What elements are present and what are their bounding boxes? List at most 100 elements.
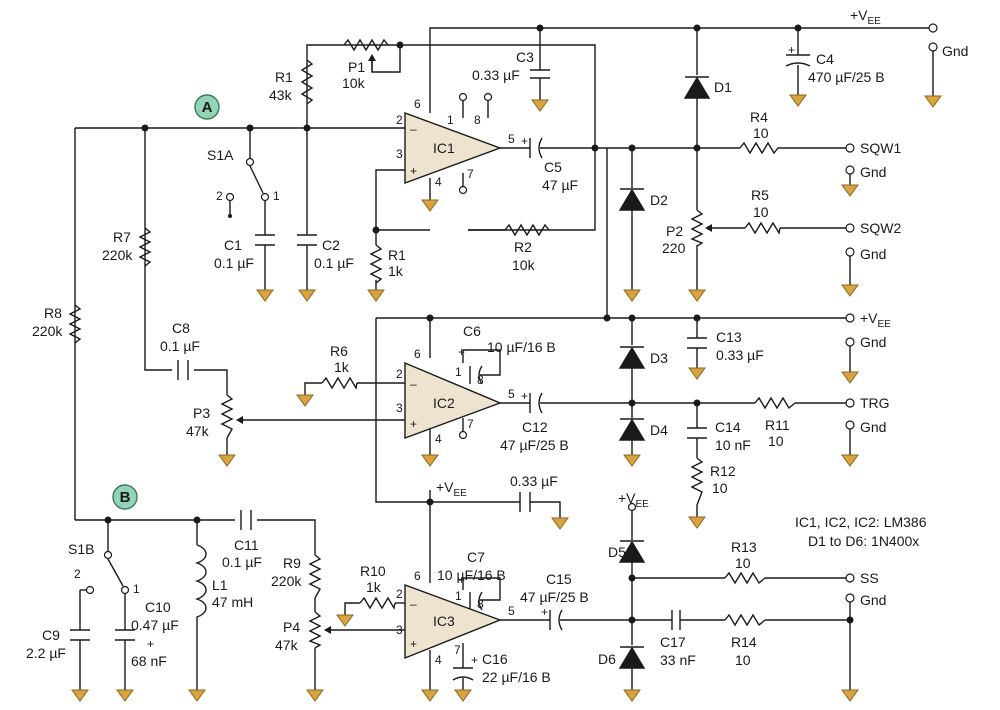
- svg-text:–: –: [410, 122, 417, 136]
- svg-text:R14: R14: [731, 634, 757, 650]
- r10-resistor: [359, 596, 396, 610]
- svg-text:2: 2: [396, 113, 403, 127]
- node-b-label: B: [120, 489, 131, 506]
- terminals: [458, 23, 938, 603]
- svg-text:47 µF/25 B: 47 µF/25 B: [520, 589, 589, 605]
- wires: [74, 27, 934, 690]
- svg-text:10 µF/16 B: 10 µF/16 B: [437, 567, 506, 583]
- vee-ic3-label: +VEE: [436, 479, 467, 499]
- svg-text:6: 6: [414, 97, 421, 111]
- svg-text:4: 4: [435, 653, 442, 667]
- svg-text:10 µF/16 B: 10 µF/16 B: [487, 339, 556, 355]
- gnd5-label: Gnd: [860, 592, 886, 608]
- ic2-label: IC2: [433, 395, 455, 411]
- svg-text:R2: R2: [514, 239, 532, 255]
- svg-text:S1B: S1B: [68, 541, 94, 557]
- svg-text:220k: 220k: [271, 573, 302, 589]
- svg-text:47 µF/25 B: 47 µF/25 B: [500, 437, 569, 453]
- svg-text:D4: D4: [650, 422, 668, 438]
- svg-text:D5: D5: [608, 544, 626, 560]
- svg-text:47k: 47k: [275, 637, 299, 653]
- svg-text:R5: R5: [751, 187, 769, 203]
- svg-text:10 nF: 10 nF: [715, 437, 751, 453]
- svg-text:C13: C13: [716, 329, 742, 345]
- svg-text:43k: 43k: [269, 87, 293, 103]
- svg-text:220: 220: [662, 240, 686, 256]
- r7-resistor: [138, 227, 152, 267]
- svg-text:R11: R11: [765, 417, 790, 433]
- svg-text:R9: R9: [283, 555, 301, 571]
- node-markers: A B: [112, 94, 220, 510]
- svg-text:8: 8: [474, 113, 481, 127]
- svg-text:+: +: [147, 637, 154, 651]
- svg-text:R1: R1: [388, 247, 406, 263]
- svg-text:C5: C5: [544, 159, 562, 175]
- sqw1-label: SQW1: [860, 140, 901, 156]
- svg-text:2: 2: [216, 189, 223, 203]
- svg-text:47 µF: 47 µF: [542, 177, 578, 193]
- sqw2-label: SQW2: [860, 220, 901, 236]
- svg-text:C7: C7: [467, 549, 485, 565]
- svg-text:3: 3: [396, 623, 403, 637]
- svg-text:0.33 µF: 0.33 µF: [510, 473, 558, 489]
- svg-text:0.1 µF: 0.1 µF: [314, 255, 354, 271]
- svg-text:220k: 220k: [32, 323, 63, 339]
- svg-text:6: 6: [414, 347, 421, 361]
- r14-resistor: [724, 613, 766, 627]
- switches: [80, 157, 270, 595]
- svg-text:S1A: S1A: [207, 147, 234, 163]
- p1-pot: [343, 38, 389, 52]
- svg-text:+: +: [458, 573, 465, 587]
- r5-resistor: [744, 221, 781, 235]
- svg-text:0.1 µF: 0.1 µF: [214, 255, 254, 271]
- svg-text:0.33 µF: 0.33 µF: [472, 67, 520, 83]
- svg-text:68 nF: 68 nF: [131, 653, 167, 669]
- ss-label: SS: [860, 570, 879, 586]
- ic2-amplifier: [404, 361, 502, 440]
- svg-text:P3: P3: [193, 405, 210, 421]
- svg-text:1k: 1k: [334, 359, 350, 375]
- svg-text:1: 1: [455, 589, 462, 603]
- trg-label: TRG: [860, 395, 890, 411]
- svg-text:+: +: [521, 389, 528, 403]
- svg-text:R8: R8: [44, 305, 62, 321]
- svg-text:P4: P4: [283, 619, 300, 635]
- svg-text:47 mH: 47 mH: [212, 594, 253, 610]
- labels: +VEE Gnd +VEE +VEE +VEE SQW1 Gnd SQW2 Gn…: [26, 7, 968, 685]
- svg-text:10: 10: [735, 652, 751, 668]
- svg-text:L1: L1: [212, 577, 228, 593]
- svg-text:7: 7: [467, 167, 474, 181]
- svg-text:1: 1: [447, 113, 454, 127]
- svg-text:220k: 220k: [102, 247, 133, 263]
- r6-resistor: [321, 376, 358, 390]
- node-a-marker: [194, 94, 220, 120]
- svg-text:3: 3: [396, 401, 403, 415]
- note-line-2: D1 to D6: 1N400x: [808, 533, 919, 549]
- r11-resistor: [754, 396, 796, 410]
- svg-text:C8: C8: [172, 320, 190, 336]
- svg-text:5: 5: [508, 387, 515, 401]
- resistors: [68, 38, 796, 649]
- svg-text:470 µF/25 B: 470 µF/25 B: [808, 69, 885, 85]
- svg-text:6: 6: [414, 569, 421, 583]
- svg-text:33 nF: 33 nF: [660, 652, 696, 668]
- svg-text:10k: 10k: [512, 257, 536, 273]
- svg-text:5: 5: [508, 604, 515, 618]
- svg-text:D6: D6: [598, 651, 616, 667]
- svg-text:D2: D2: [650, 192, 668, 208]
- svg-text:2: 2: [396, 587, 403, 601]
- r4-resistor: [739, 141, 780, 155]
- svg-text:–: –: [410, 597, 417, 611]
- svg-text:2.2 µF: 2.2 µF: [26, 645, 66, 661]
- opamps: [404, 111, 503, 660]
- svg-text:+: +: [458, 345, 465, 359]
- svg-text:P2: P2: [666, 223, 683, 239]
- vee-d5-label: +VEE: [618, 490, 649, 510]
- vee-mid-label: +VEE: [860, 310, 891, 330]
- capacitors: [70, 54, 811, 681]
- svg-text:R10: R10: [360, 563, 386, 579]
- svg-text:1: 1: [273, 189, 280, 203]
- svg-text:10k: 10k: [342, 75, 366, 91]
- svg-text:D3: D3: [650, 350, 668, 366]
- svg-text:R12: R12: [710, 463, 736, 479]
